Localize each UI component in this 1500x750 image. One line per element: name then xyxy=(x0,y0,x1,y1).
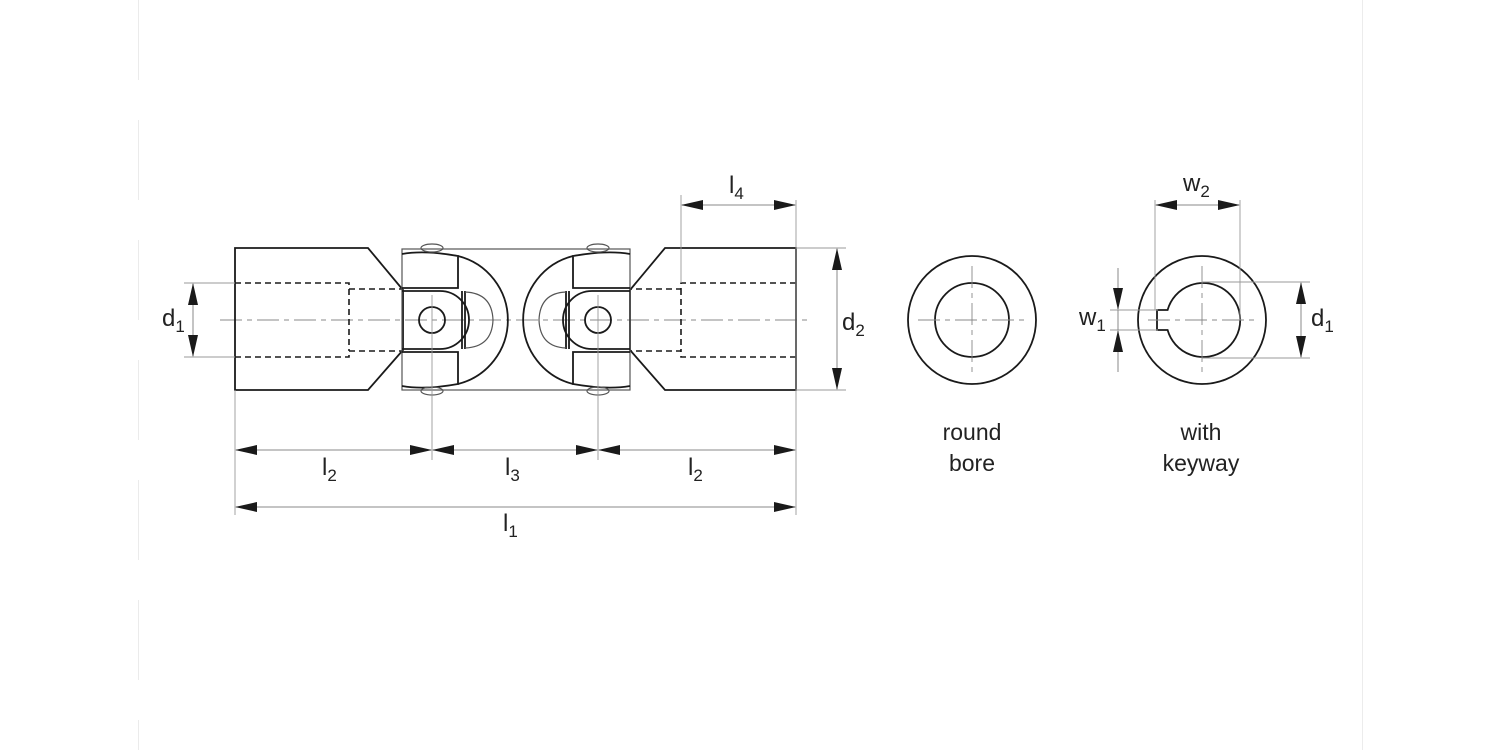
left-yoke xyxy=(401,243,509,396)
keyway-bore xyxy=(1156,282,1242,358)
label-l1: l1 xyxy=(503,510,518,541)
label-l3: l3 xyxy=(505,454,520,485)
page-edge-left xyxy=(138,0,139,750)
label-l4: l4 xyxy=(729,172,744,203)
round-bore-view: round bore xyxy=(907,255,1037,476)
label-d1-side: d1 xyxy=(162,305,185,336)
caption-keyway-line1: with xyxy=(1180,419,1222,445)
caption-keyway-line2: keyway xyxy=(1163,450,1240,476)
label-w2: w2 xyxy=(1182,170,1210,201)
left-bore-hidden xyxy=(235,282,403,358)
caption-round-line2: bore xyxy=(949,450,995,476)
right-bore-hidden xyxy=(630,282,796,358)
label-l2-right: l2 xyxy=(688,454,703,485)
left-hub xyxy=(234,247,404,391)
label-l2-left: l2 xyxy=(322,454,337,485)
outer-circle xyxy=(907,255,1037,385)
right-hub xyxy=(629,247,797,391)
caption-round-line1: round xyxy=(943,419,1002,445)
label-d1-keyway: d1 xyxy=(1311,305,1334,336)
center-body xyxy=(401,248,631,391)
label-w1: w1 xyxy=(1078,304,1106,335)
page-edge-right xyxy=(1362,0,1363,750)
keyway-view: w2 w1 d1 with keyway xyxy=(1078,170,1334,476)
outer-circle xyxy=(1137,255,1267,385)
label-d2: d2 xyxy=(842,309,865,340)
right-yoke xyxy=(522,243,631,396)
side-view: d1 d2 l4 l2 l3 l2 l1 xyxy=(162,172,865,541)
